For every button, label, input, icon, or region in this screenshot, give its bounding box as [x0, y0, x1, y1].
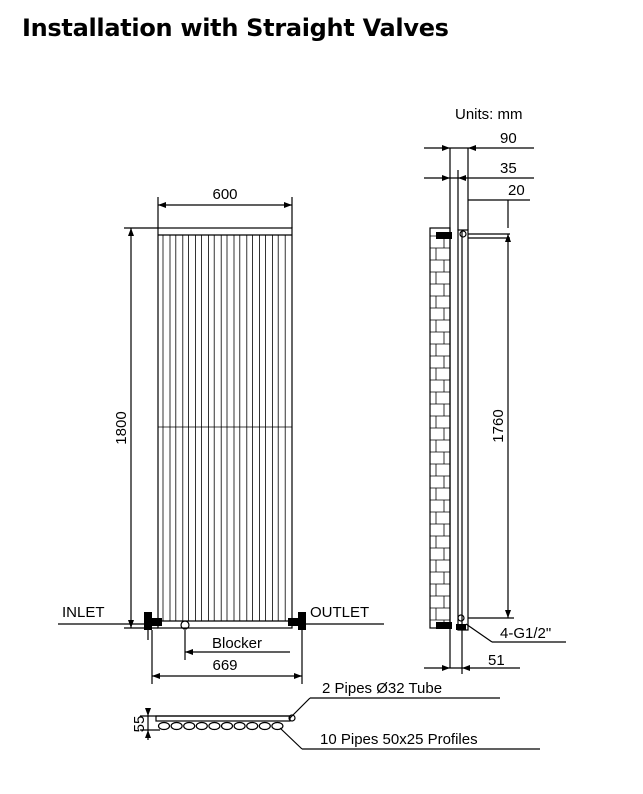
- side-valve: [456, 624, 466, 630]
- profiles-label: 10 Pipes 50x25 Profiles: [320, 731, 478, 748]
- profile-section: [183, 721, 196, 731]
- radiator-profiles: [162, 235, 286, 621]
- width-dimension-label: 600: [212, 186, 237, 203]
- outlet-valve: [288, 612, 306, 640]
- offset-label: 51: [488, 652, 505, 669]
- thread-size-label: 4-G1/2": [500, 625, 551, 642]
- depth-total-label: 90: [500, 130, 517, 147]
- profile-section: [258, 721, 271, 731]
- profile-section: [271, 721, 284, 731]
- profile-section: [170, 721, 183, 731]
- radiator-front-panel: [157, 227, 293, 629]
- bottom-view: 55 2 Pipes Ø32 Tube 10 Pipes 50x25 Profi…: [131, 680, 540, 750]
- brick-pattern: [430, 235, 450, 628]
- total-width-dimension-label: 669: [212, 657, 237, 674]
- profile-section: [157, 721, 171, 731]
- blocker-label: Blocker: [212, 635, 262, 652]
- depth-mid-label: 35: [500, 160, 517, 177]
- profile-section: [220, 721, 234, 731]
- profile-section: [246, 721, 259, 731]
- bottom-height-label: 55: [131, 716, 148, 733]
- inlet-valve: [144, 612, 162, 640]
- blocker-icon: [180, 620, 190, 630]
- height-dimension-label: 1800: [113, 411, 130, 444]
- side-view: Units: mm 90 35 20: [424, 106, 566, 674]
- front-view: 600 1800 INLET OUTLET: [58, 186, 384, 684]
- page-title: Installation with Straight Valves: [22, 14, 449, 42]
- inlet-label: INLET: [62, 604, 105, 621]
- side-height-dimension-label: 1760: [490, 409, 507, 442]
- depth-small-label: 20: [508, 182, 525, 199]
- bottom-bracket: [436, 622, 452, 629]
- profile-section: [233, 721, 246, 731]
- profile-sections: [157, 721, 284, 731]
- profile-section: [208, 721, 221, 731]
- radiator-side-profile: [457, 229, 469, 631]
- outlet-label: OUTLET: [310, 604, 369, 621]
- profile-section: [195, 721, 208, 731]
- units-label: Units: mm: [455, 106, 523, 123]
- tube-pair: [155, 715, 291, 722]
- top-bracket: [436, 232, 452, 239]
- tubes-label: 2 Pipes Ø32 Tube: [322, 680, 442, 697]
